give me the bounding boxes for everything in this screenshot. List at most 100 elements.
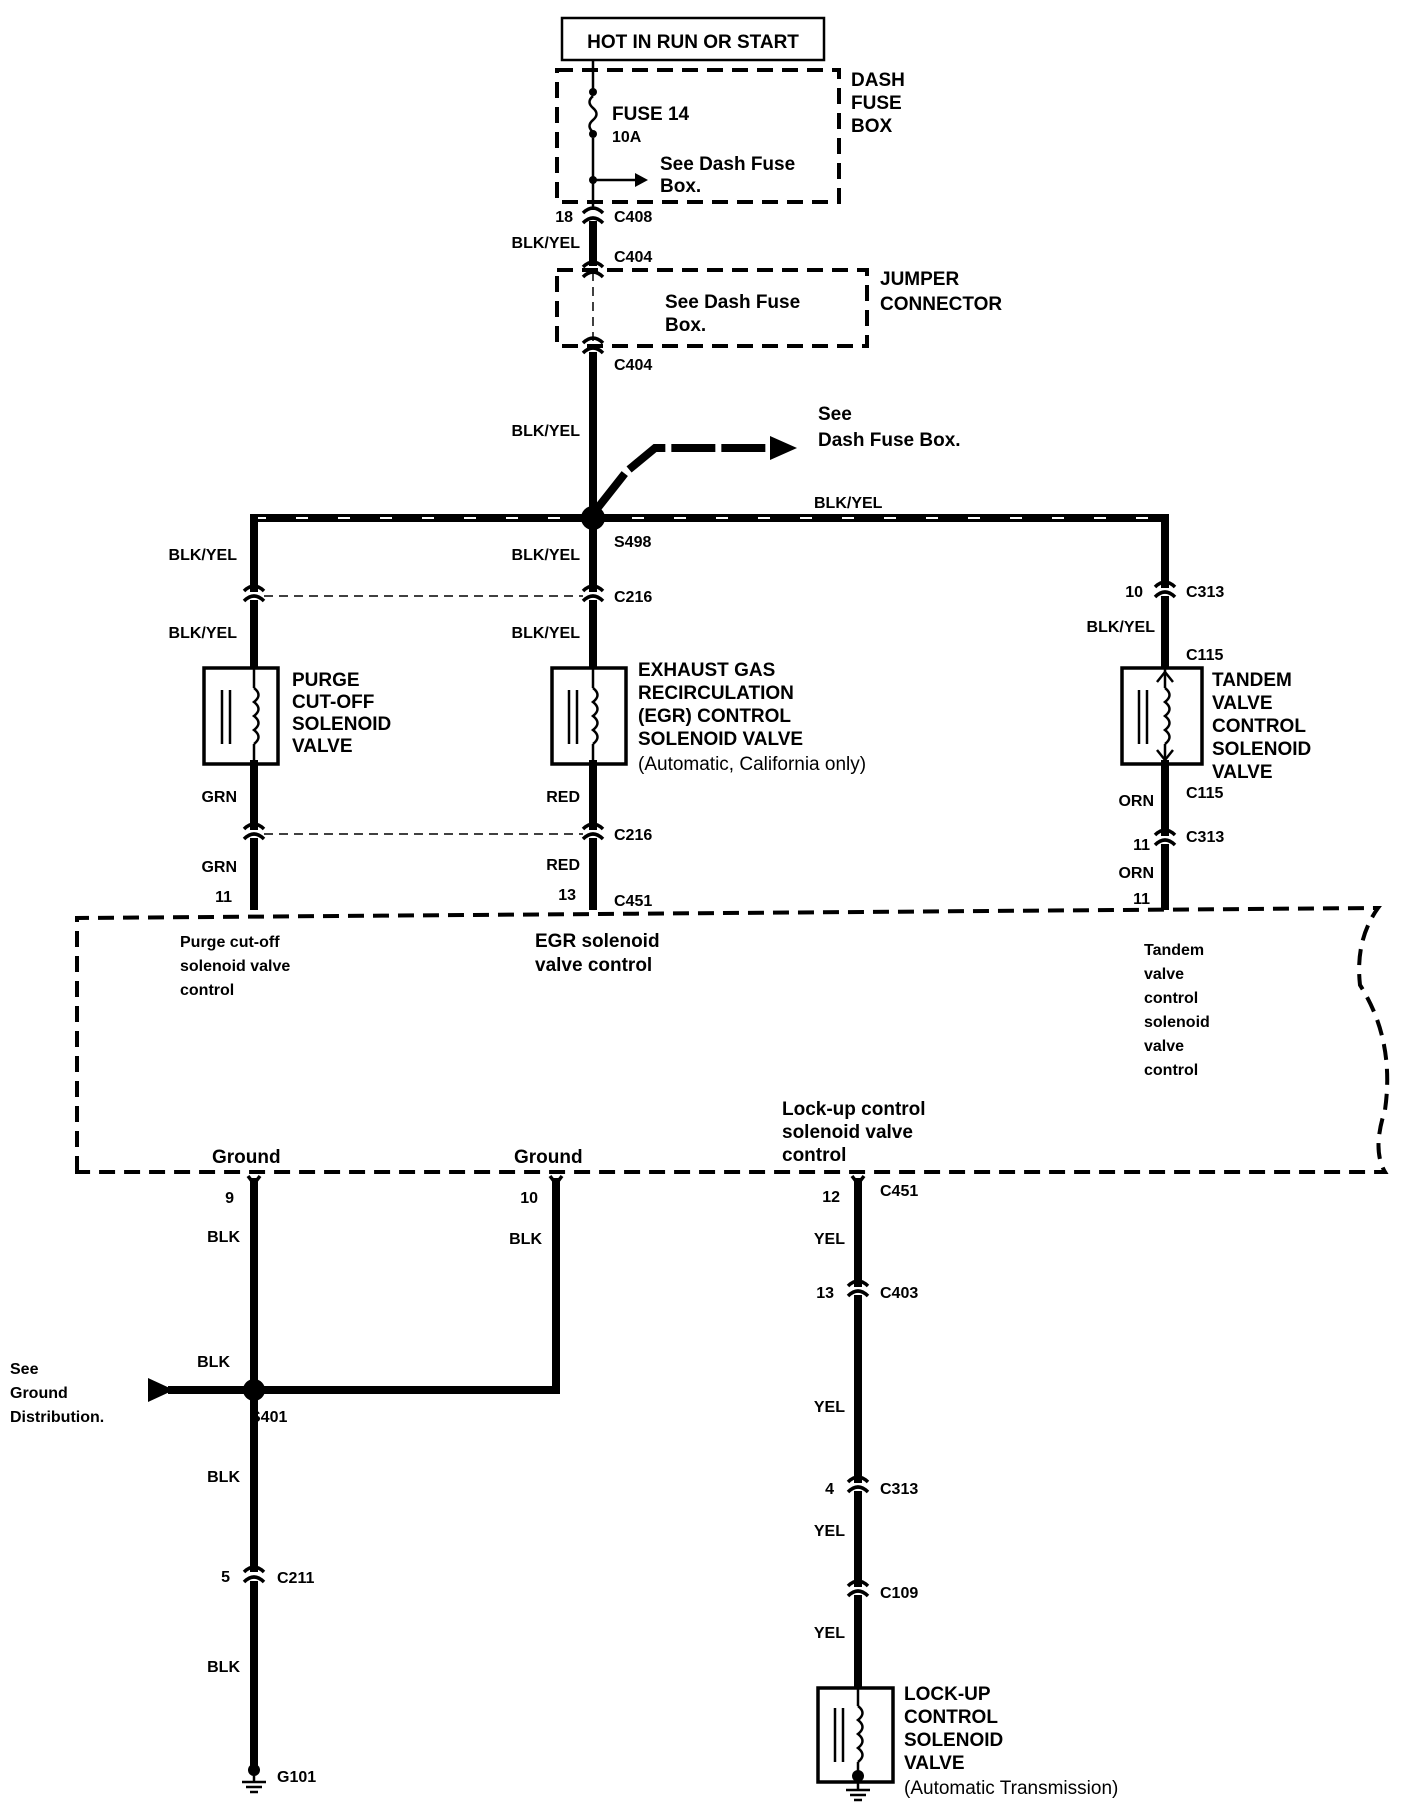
egr-wire-top-1: BLK/YEL [512,547,581,564]
tandem-wire-top: BLK/YEL [1087,619,1156,636]
dash-fuse-box [555,68,841,204]
ecm-tandem-1: Tandem [1144,942,1204,959]
ground-wire-1: BLK [207,1229,240,1246]
dash-fuse-box-label-1: DASH [851,70,905,91]
egr-c216-top: C216 [614,589,652,606]
egr-pin: 13 [558,887,576,904]
wire-feed-lower: BLK/YEL [512,423,581,440]
lockup-c109: C109 [880,1585,918,1602]
lockup-pin-12: 12 [822,1189,840,1206]
tandem-pin-mid: 11 [1133,837,1150,854]
ecm-lockup-3: control [782,1145,846,1166]
purge-name-3: SOLENOID [292,714,391,735]
dash-fuse-box-label-2: FUSE [851,93,902,114]
ecm-purge-3: control [180,982,234,999]
fuse-see-2: Box. [660,176,701,197]
solenoid-coil-icon [251,687,260,745]
lockup-c451: C451 [880,1183,918,1200]
lockup-name-1: LOCK-UP [904,1684,991,1705]
ecm-lockup-1: Lock-up control [782,1099,926,1120]
ground-wire-3: BLK [207,1469,240,1486]
lockup-wire-1: YEL [814,1231,845,1248]
feed-see-1: See [818,404,852,425]
ecm-tandem-4: solenoid [1144,1014,1210,1031]
lockup-valve-box [816,1686,895,1784]
wire-to-dash-fuse-box [594,444,774,511]
lockup-note: (Automatic Transmission) [904,1778,1118,1799]
egr-c216-bot: C216 [614,827,652,844]
purge-name-2: CUT-OFF [292,692,374,713]
ecm-purge-1: Purge cut-off [180,934,280,951]
tandem-wire-bot-1: ORN [1118,793,1154,810]
ecm-box [75,905,1390,1174]
connector-c408: C408 [614,209,652,226]
connector-c404-top: C404 [614,249,652,266]
tandem-name-4: SOLENOID [1212,739,1311,760]
egr-wire-top-2: BLK/YEL [512,625,581,642]
tandem-valve-box [1120,666,1204,766]
jumper-see-2: Box. [665,315,706,336]
tandem-name-5: VALVE [1212,762,1273,783]
egr-c451: C451 [614,893,652,910]
ecm-ground-1: Ground [212,1147,281,1168]
lockup-c313: C313 [880,1481,918,1498]
solenoid-coil-icon [1162,687,1171,745]
tandem-c115-top: C115 [1186,647,1223,664]
lockup-name-2: CONTROL [904,1707,998,1728]
ecm-tandem-5: valve [1144,1038,1184,1055]
purge-name-4: VALVE [292,736,353,757]
tandem-name-2: VALVE [1212,693,1273,714]
lockup-wire-4: YEL [814,1625,845,1642]
tandem-pin: 11 [1133,891,1150,908]
tandem-c313-top: C313 [1186,584,1224,601]
fuse-rating: 10A [612,129,642,146]
ecm-tandem-2: valve [1144,966,1184,983]
purge-valve-box [202,666,280,766]
lockup-c403: C403 [880,1285,918,1302]
egr-name-4: SOLENOID VALVE [638,729,803,750]
feed-see-2: Dash Fuse Box. [818,430,961,451]
ground-g101: G101 [277,1769,316,1786]
connector-c404-bottom: C404 [614,357,652,374]
solenoid-coil-icon [855,1705,864,1763]
jumper-label-2: CONNECTOR [880,294,1002,315]
purge-name-1: PURGE [292,670,360,691]
egr-name-3: (EGR) CONTROL [638,706,791,727]
splice-s498-label: S498 [614,534,651,551]
ground-wire-2: BLK [509,1231,542,1248]
dash-fuse-box-label-3: BOX [851,116,893,137]
lockup-name-3: SOLENOID [904,1730,1003,1751]
ground-see-3: Distribution. [10,1409,104,1426]
tandem-c313-bot: C313 [1186,829,1224,846]
ecm-purge-2: solenoid valve [180,958,290,975]
power-source-label: HOT IN RUN OR START [587,32,799,53]
ground-pin-9: 9 [225,1190,234,1207]
ground-pin-5: 5 [221,1569,230,1586]
connector-c211: C211 [277,1570,314,1587]
egr-wire-bot-2: RED [546,857,580,874]
arrow-right-icon [148,1378,174,1402]
wire-feed-upper: BLK/YEL [512,235,581,252]
egr-name-2: RECIRCULATION [638,683,794,704]
solenoid-coil-icon [590,687,599,745]
fuse-name: FUSE 14 [612,104,690,125]
arrow-right-icon [635,173,648,187]
fuse-14-icon [588,95,598,133]
tandem-name-1: TANDEM [1212,670,1292,691]
ecm-tandem-3: control [1144,990,1198,1007]
ground-wire-4: BLK [207,1659,240,1676]
ground-see-2: Ground [10,1385,68,1402]
tandem-name-3: CONTROL [1212,716,1306,737]
egr-valve-box [550,666,628,766]
jumper-see-1: See Dash Fuse [665,292,800,313]
ecm-ground-2: Ground [514,1147,583,1168]
lockup-pin-13: 13 [816,1285,834,1302]
egr-name-1: EXHAUST GAS [638,660,775,681]
lockup-pin-4: 4 [825,1481,834,1498]
ground-see-1: See [10,1361,39,1378]
jumper-label-1: JUMPER [880,269,959,290]
egr-wire-bot-1: RED [546,789,580,806]
lockup-wire-2: YEL [814,1399,845,1416]
ecm-egr-1: EGR solenoid [535,931,660,952]
